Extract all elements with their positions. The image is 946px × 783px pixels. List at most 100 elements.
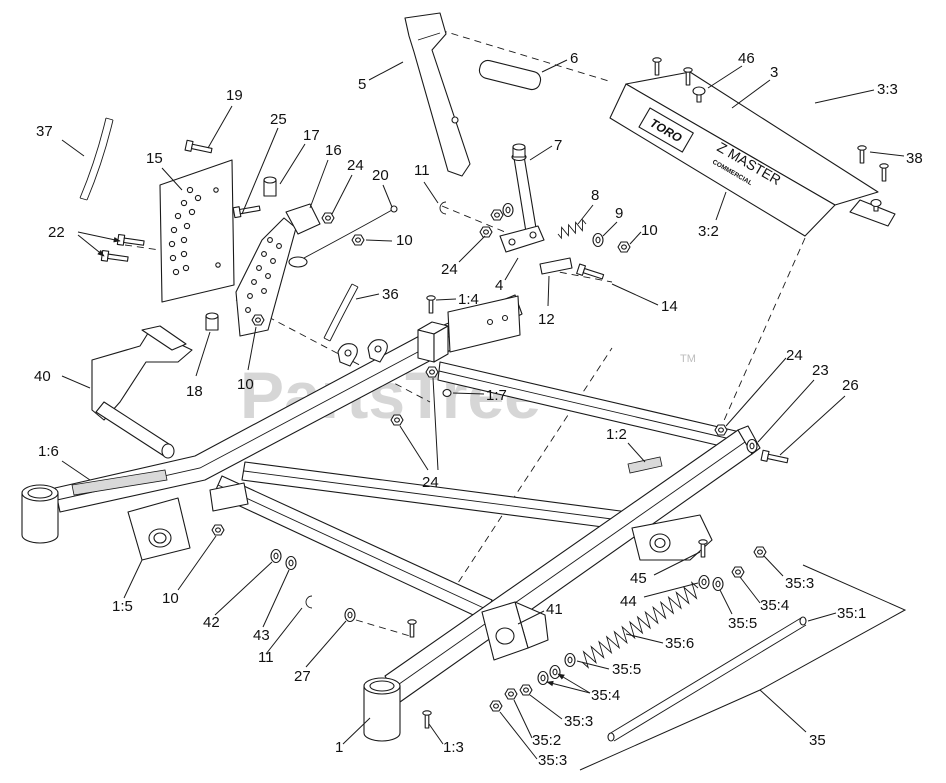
leader-line <box>279 143 306 185</box>
spacer-17 <box>263 176 277 197</box>
callout-label: 11 <box>258 649 274 666</box>
callout-label: 1:3 <box>443 739 464 756</box>
leader-line <box>779 395 846 456</box>
callout-label: 10 <box>641 222 658 239</box>
nut-24 <box>490 209 504 221</box>
decal-1-6 <box>71 469 168 496</box>
washer-35-4 <box>549 664 561 680</box>
callout-label: 45 <box>630 570 647 587</box>
callout-label: 11 <box>414 162 430 179</box>
callout-label: 20 <box>372 167 389 184</box>
square-block <box>417 321 449 363</box>
leader-line <box>177 535 217 591</box>
leader-lines <box>61 59 907 771</box>
bolt-26 <box>760 449 790 467</box>
pedal-pad-6 <box>478 59 542 91</box>
hole-1-7 <box>442 388 452 398</box>
watermark-tm: TM <box>680 353 696 365</box>
leader-line <box>161 167 183 191</box>
callout-label: 19 <box>226 87 243 104</box>
leader-line <box>435 298 457 301</box>
leader-line <box>241 127 279 215</box>
panel-flange <box>849 199 896 227</box>
leader-line <box>207 105 233 149</box>
callout-label: 1 <box>335 739 343 756</box>
bolt-22 <box>100 249 130 265</box>
callout-label: 23 <box>812 362 829 379</box>
callout-label: 3:2 <box>698 223 719 240</box>
washer-35-5 <box>712 576 724 592</box>
callout-label: 41 <box>546 601 563 618</box>
knob-46 <box>692 86 706 103</box>
leader-line <box>61 139 85 157</box>
nut-35-3 <box>753 546 767 558</box>
alignment-line <box>124 244 161 251</box>
screw-38 <box>879 163 889 182</box>
callout-label: 35:3 <box>538 752 567 769</box>
washer-44 <box>698 574 710 590</box>
leader-line <box>577 204 594 225</box>
alignment-lines <box>124 29 806 637</box>
callout-label: 22 <box>48 224 65 241</box>
callout-label: 24 <box>441 261 458 278</box>
leader-line <box>629 231 642 245</box>
nut-24 <box>479 226 493 238</box>
leader-line <box>757 379 815 443</box>
alignment-line <box>721 237 806 426</box>
leader-line <box>342 717 371 745</box>
rod-36 <box>323 283 359 342</box>
leader-line <box>625 633 664 644</box>
rod-37 <box>79 117 114 201</box>
nut-24 <box>321 212 335 224</box>
leader-line <box>195 331 211 377</box>
leader-line <box>763 555 784 577</box>
leader-line <box>365 239 393 242</box>
callout-label: 10 <box>162 590 179 607</box>
leader-line <box>77 231 121 243</box>
leader-line <box>368 61 404 81</box>
leader-line <box>504 257 519 281</box>
callout-label: 26 <box>842 377 859 394</box>
leader-line <box>715 191 727 221</box>
callout-label: 3 <box>770 64 778 81</box>
back-upright-plate <box>447 295 521 353</box>
leader-line <box>547 275 550 307</box>
spring-35-6 <box>581 581 699 669</box>
screw <box>652 57 662 76</box>
rod-35-1 <box>607 616 807 742</box>
callout-label: 1:7 <box>486 387 507 404</box>
left-rail <box>54 294 523 513</box>
screw-38 <box>857 145 867 164</box>
callout-label: 38 <box>906 150 923 167</box>
leader-line <box>61 460 91 481</box>
callout-label: 35:5 <box>728 615 757 632</box>
left-front-tube <box>21 484 59 544</box>
frame <box>21 294 761 742</box>
callout-label: 44 <box>620 593 637 610</box>
callout-label: 35:4 <box>760 597 789 614</box>
nut-35-3 <box>489 700 503 712</box>
bolt-14 <box>576 263 606 283</box>
leader-line <box>529 145 553 161</box>
callout-label: 10 <box>237 376 254 393</box>
pin <box>407 619 417 638</box>
washer-43 <box>285 555 297 571</box>
clip-11 <box>305 595 313 609</box>
leader-line <box>214 561 273 616</box>
right-front-tube <box>363 677 401 742</box>
callout-label: 9 <box>615 205 623 222</box>
screw-1-4 <box>426 295 436 314</box>
callout-label: 6 <box>570 50 578 67</box>
leader-line <box>557 673 591 694</box>
bracket-16 <box>285 203 321 235</box>
callout-label: 1:2 <box>606 426 627 443</box>
callout-label: 35 <box>809 732 826 749</box>
nut-24 <box>425 366 439 378</box>
leader-line <box>814 89 875 104</box>
leader-line <box>576 660 610 670</box>
callout-label: 8 <box>591 187 599 204</box>
washer-35-5 <box>564 652 576 668</box>
callout-label: 24 <box>422 474 439 491</box>
spacer-18 <box>205 312 219 331</box>
callout-label: 43 <box>253 627 270 644</box>
